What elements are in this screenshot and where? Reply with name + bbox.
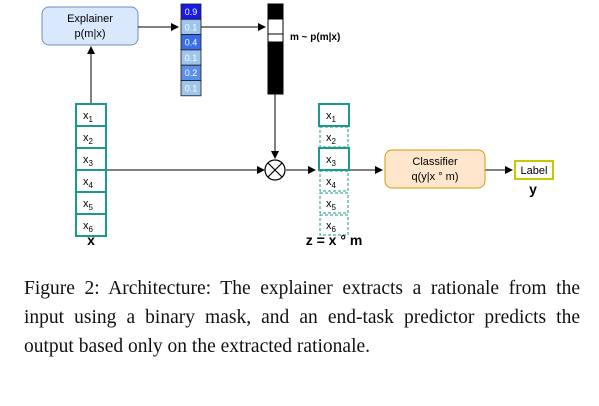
probability-value: 0.4 xyxy=(185,38,198,48)
mask-column xyxy=(267,3,284,95)
z-token-cell-masked xyxy=(319,170,349,192)
z-token-subscript: 5 xyxy=(332,203,337,212)
z-token-base: x xyxy=(326,176,332,188)
figure-caption: Figure 2: Architecture: The explainer ex… xyxy=(24,278,580,357)
input-token-6: x6 xyxy=(83,220,94,234)
multiply-icon xyxy=(264,159,286,181)
z-token-subscript: 2 xyxy=(332,137,337,146)
input-token-base: x xyxy=(83,198,89,210)
z-token-subscript: 3 xyxy=(332,159,337,168)
z-token-base: x xyxy=(326,198,332,210)
mask-cell-on xyxy=(267,3,284,20)
probability-cell xyxy=(180,80,202,97)
input-token-2: x2 xyxy=(83,132,94,146)
y-output-label: y xyxy=(529,181,537,197)
input-token-base: x xyxy=(83,176,89,188)
mask-cell-off xyxy=(267,18,284,35)
explainer-box: Explainer p(m|x) xyxy=(41,6,139,46)
z-token-5: x5 xyxy=(326,198,337,212)
z-token-cell-selected xyxy=(318,147,350,171)
z-token-base: x xyxy=(326,132,332,144)
input-token-cell xyxy=(75,213,107,237)
classifier-title: Classifier xyxy=(412,156,458,168)
input-token-base: x xyxy=(83,110,89,122)
mask-cell-off xyxy=(267,33,284,43)
input-token-subscript: 1 xyxy=(89,115,94,124)
label-box: Label xyxy=(514,160,554,180)
probability-value: 0.1 xyxy=(185,22,198,32)
z-token-3: x3 xyxy=(326,154,337,168)
input-token-1: x1 xyxy=(83,110,94,124)
z-token-subscript: 6 xyxy=(332,225,337,234)
z-token-subscript: 1 xyxy=(332,115,337,124)
explainer-title: Explainer xyxy=(67,13,113,25)
probability-value: 0.2 xyxy=(185,68,198,78)
input-token-subscript: 3 xyxy=(89,159,94,168)
z-token-base: x xyxy=(326,154,332,166)
z-token-cell-masked xyxy=(319,214,349,236)
classifier-box: Classifier q(y|x ° m) xyxy=(384,149,486,189)
z-token-1: x1 xyxy=(326,110,337,124)
input-token-4: x4 xyxy=(83,176,94,190)
input-token-subscript: 2 xyxy=(89,137,94,146)
probability-column: 0.9 0.1 0.4 0.1 0.2 0.1 xyxy=(180,3,202,97)
z-token-2: x2 xyxy=(326,132,337,146)
label-text: Label xyxy=(521,165,548,177)
input-token-base: x xyxy=(83,220,89,232)
classifier-formula: q(y|x ° m) xyxy=(412,171,459,183)
probability-value: 0.1 xyxy=(185,53,198,63)
input-token-base: x xyxy=(83,132,89,144)
mask-lower-bar xyxy=(267,48,284,94)
probability-value: 0.9 xyxy=(185,7,198,17)
x-label: x xyxy=(87,232,95,248)
z-token-cell-masked xyxy=(319,192,349,214)
input-token-subscript: 6 xyxy=(89,225,94,234)
z-token-base: x xyxy=(326,110,332,122)
z-token-6: x6 xyxy=(326,220,337,234)
z-token-subscript: 4 xyxy=(332,181,337,190)
mask-distribution-label: m ~ p(m|x) xyxy=(290,32,340,43)
z-token-4: x4 xyxy=(326,176,337,190)
probability-value: 0.1 xyxy=(185,84,198,94)
z-label: z = x ° m xyxy=(306,232,363,248)
input-token-base: x xyxy=(83,154,89,166)
z-token-base: x xyxy=(326,220,332,232)
input-token-3: x3 xyxy=(83,154,94,168)
input-token-5: x5 xyxy=(83,198,94,212)
input-token-subscript: 5 xyxy=(89,203,94,212)
input-token-subscript: 4 xyxy=(89,181,94,190)
explainer-formula: p(m|x) xyxy=(75,28,106,40)
z-token-cell-selected xyxy=(318,103,350,127)
